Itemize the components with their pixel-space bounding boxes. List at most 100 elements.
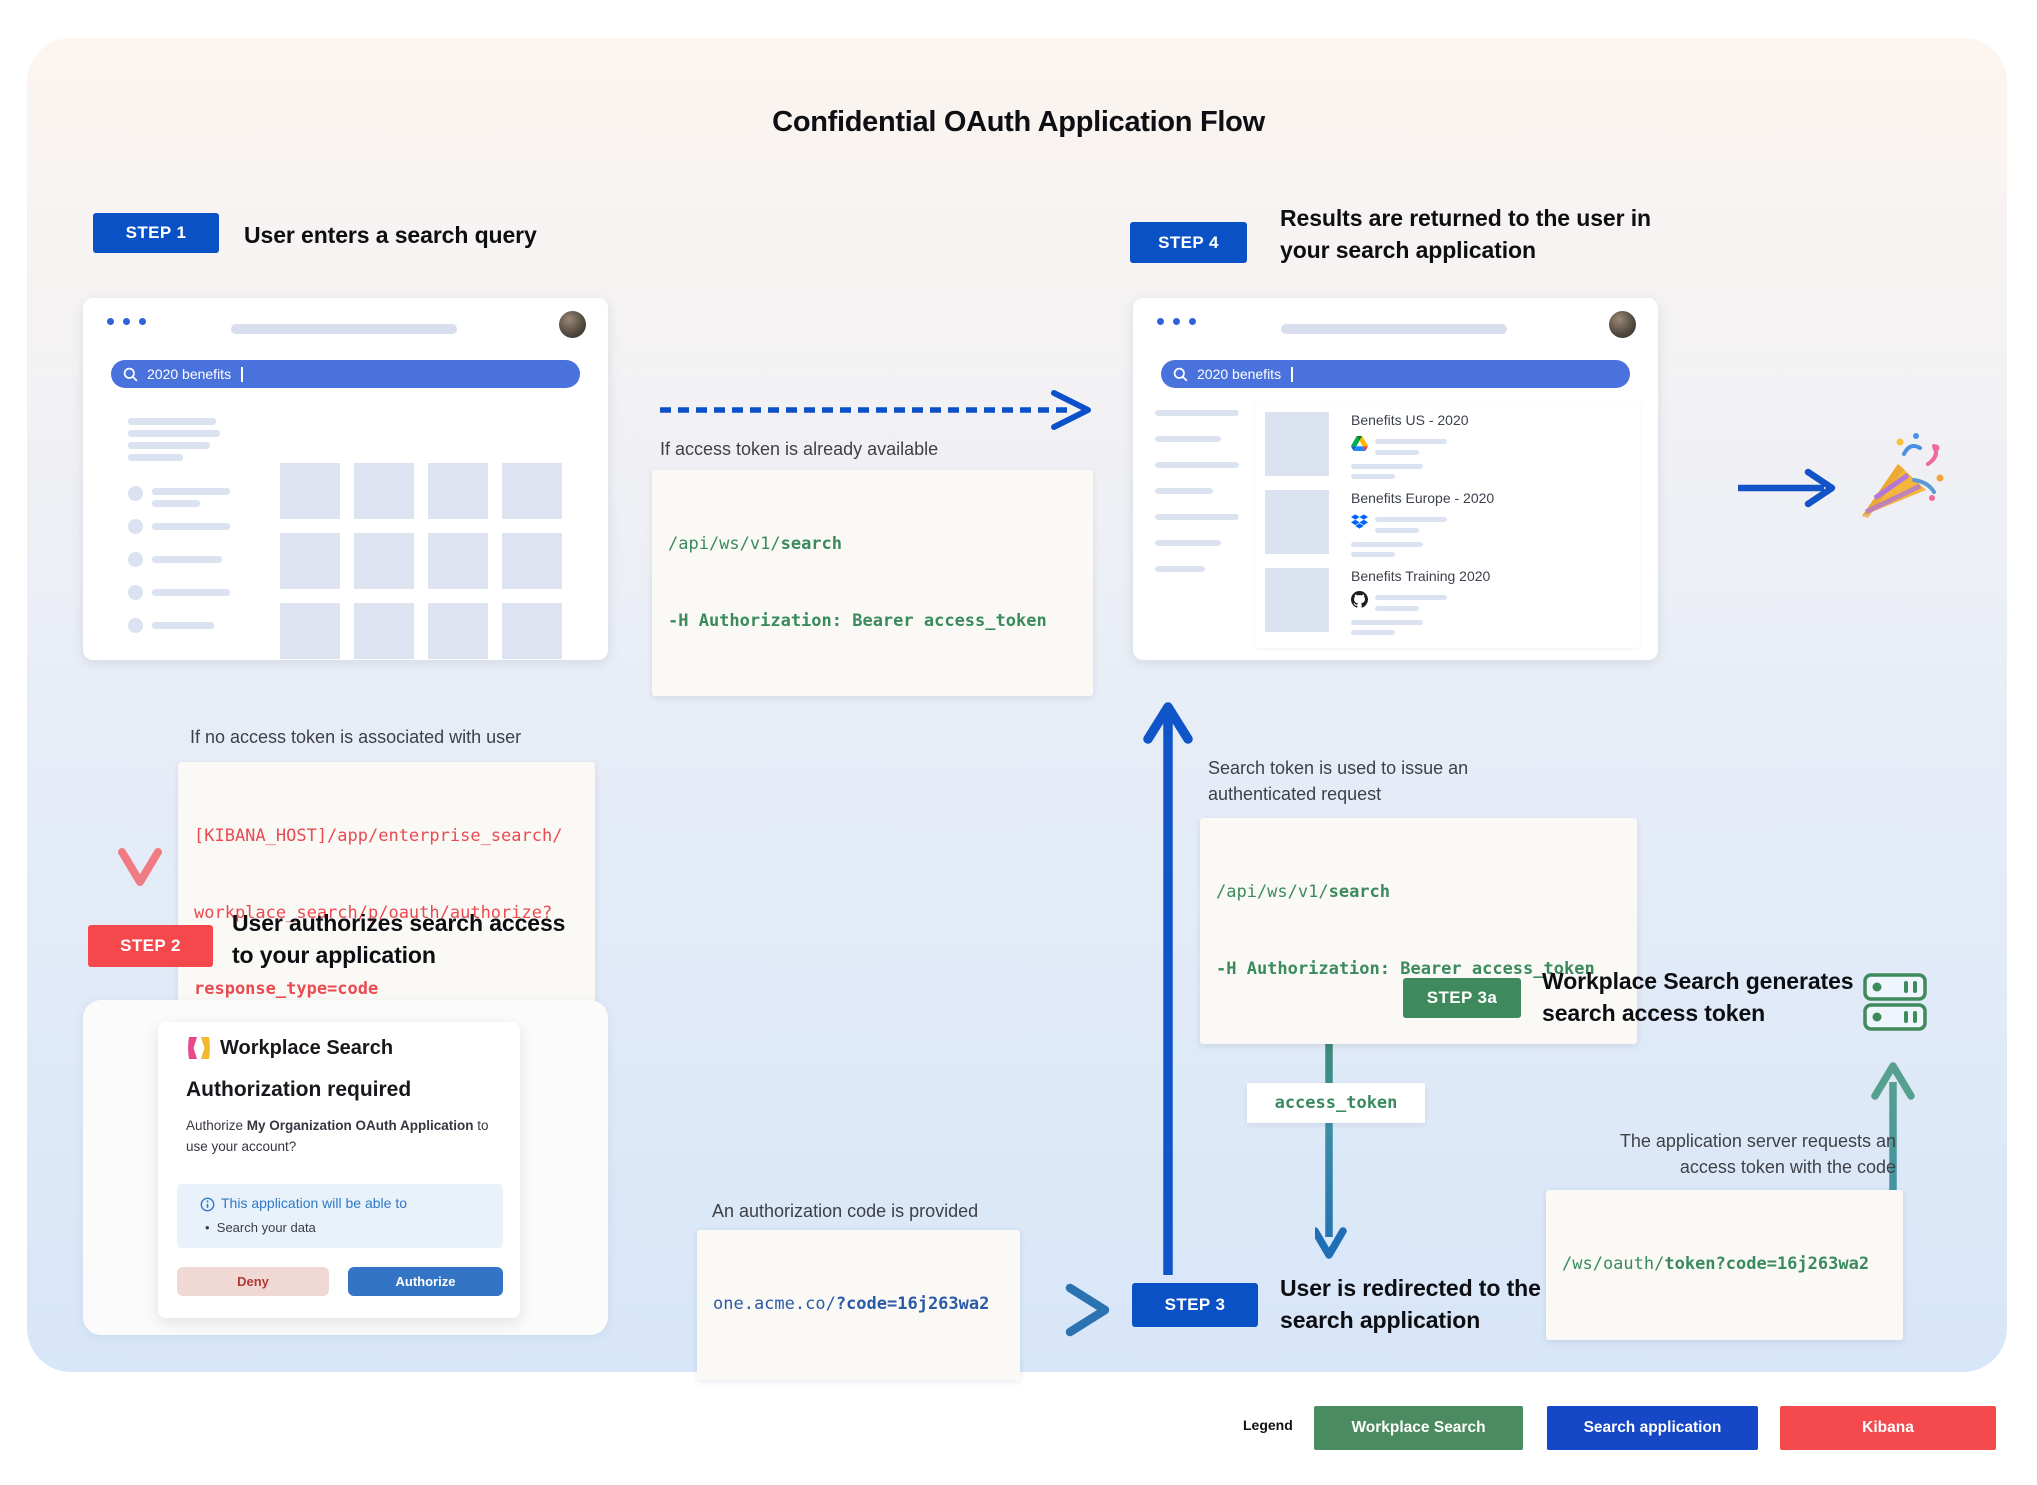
avatar[interactable] [1609, 311, 1636, 338]
result-tile-skeleton [280, 463, 340, 519]
skeleton-line [1155, 514, 1239, 520]
search-query-text: 2020 benefits [1197, 366, 1282, 382]
code-path: /ws/oauth/ [1562, 1254, 1665, 1274]
url-bar-skeleton [1281, 324, 1507, 334]
annotation-app-server: The application server requests an acces… [1619, 1131, 1896, 1178]
result-tile-skeleton [354, 603, 414, 659]
step3-heading: User is redirected to the search applica… [1280, 1275, 1541, 1333]
legend-search-application: Search application [1547, 1406, 1758, 1450]
result-tile-skeleton [354, 533, 414, 589]
github-icon [1351, 591, 1368, 608]
step3a-heading: Workplace Search generates search access… [1542, 968, 1854, 1026]
skeleton-line [1375, 517, 1447, 522]
skeleton-bullet [128, 618, 143, 633]
code-token-request: /ws/oauth/token?code=16j263wa2 [1546, 1190, 1903, 1340]
dropbox-icon [1351, 514, 1368, 529]
skeleton-line [128, 442, 210, 449]
text-cursor [1291, 366, 1294, 382]
deny-button[interactable]: Deny [177, 1267, 329, 1296]
code-search-api: /api/ws/v1/search -H Authorization: Bear… [652, 470, 1093, 696]
server-icon [1863, 973, 1927, 1031]
code-endpoint: search [780, 534, 843, 554]
code-line: workplace_search/p/oauth/authorize? [194, 902, 553, 923]
results-panel: Benefits US - 2020 Benefits Europe - 202… [1255, 402, 1640, 648]
dialog-body-text: to use your account? [186, 1118, 489, 1154]
url-bar-skeleton [231, 324, 457, 334]
legend-label: Legend [1243, 1417, 1293, 1433]
annotation-no-token: If no access token is associated with us… [190, 727, 522, 747]
skeleton-line [152, 500, 200, 507]
authorize-button[interactable]: Authorize [348, 1267, 503, 1296]
skeleton-line [1155, 462, 1239, 468]
browser-window-step1: 2020 benefits [83, 298, 608, 660]
result-row[interactable]: Benefits Training 2020 [1265, 568, 1630, 638]
skeleton-line [1155, 436, 1221, 442]
skeleton-line [1375, 528, 1419, 533]
arrow-right-to-party-icon [1738, 468, 1836, 508]
access-token-label: access_token [1247, 1083, 1425, 1123]
skeleton-line [152, 622, 214, 629]
code-param: ?code=16j263wa2 [835, 1294, 990, 1314]
result-row[interactable]: Benefits US - 2020 [1265, 412, 1630, 482]
skeleton-line [1155, 410, 1239, 416]
skeleton-line [1375, 439, 1447, 444]
result-thumbnail [1265, 412, 1329, 476]
avatar[interactable] [559, 311, 586, 338]
code-path: /api/ws/v1/ [668, 534, 781, 554]
result-row[interactable]: Benefits Europe - 2020 [1265, 490, 1630, 560]
permissions-item: • Search your data [205, 1220, 316, 1235]
code-line: [KIBANA_HOST]/app/enterprise_search/ [194, 826, 563, 846]
code-endpoint: search [1328, 882, 1391, 902]
legend-workplace-search: Workplace Search [1314, 1406, 1523, 1450]
permissions-panel: This application will be able to • Searc… [177, 1184, 503, 1248]
annotation-search-token: Search token is used to issue an authent… [1208, 758, 1469, 805]
skeleton-line [1375, 595, 1447, 600]
skeleton-bullet [128, 552, 143, 567]
result-tile-skeleton [502, 463, 562, 519]
skeleton-line [1351, 474, 1395, 479]
code-redirect: one.acme.co/?code=16j263wa2 [697, 1230, 1020, 1380]
result-tile-skeleton [354, 463, 414, 519]
skeleton-line [1351, 620, 1423, 625]
skeleton-line [1155, 540, 1221, 546]
skeleton-line [1351, 630, 1395, 635]
permissions-item-text: Search your data [216, 1220, 316, 1235]
code-line: response_type=code [194, 979, 379, 999]
skeleton-line [152, 556, 222, 563]
info-icon [200, 1197, 215, 1212]
result-tile-skeleton [280, 603, 340, 659]
workplace-search-title: Workplace Search [220, 1037, 394, 1059]
result-tile-skeleton [502, 603, 562, 659]
skeleton-line [152, 523, 230, 530]
search-input[interactable]: 2020 benefits [1161, 360, 1630, 388]
party-popper-emoji [1862, 433, 1944, 518]
code-header: -H Authorization: Bearer access_token [1216, 958, 1595, 979]
skeleton-line [152, 488, 230, 495]
skeleton-line [1375, 606, 1419, 611]
skeleton-line [1155, 488, 1213, 494]
window-dots-icon [107, 318, 146, 325]
result-title: Benefits Training 2020 [1351, 568, 1491, 584]
code-host: one.acme.co/ [713, 1294, 836, 1314]
arrow-up-long-blue-icon [1143, 702, 1193, 1275]
result-title: Benefits US - 2020 [1351, 412, 1469, 428]
step3a-badge: STEP 3a [1403, 978, 1521, 1018]
annotation-token-available: If access token is already available [660, 439, 939, 459]
dialog-heading: Authorization required [186, 1078, 412, 1101]
result-tile-skeleton [428, 533, 488, 589]
page-title: Confidential OAuth Application Flow [772, 106, 1265, 138]
text-cursor [241, 366, 244, 382]
skeleton-line [128, 454, 183, 461]
annotation-auth-code: An authorization code is provided [712, 1201, 979, 1221]
result-tile-skeleton [280, 533, 340, 589]
search-query-text: 2020 benefits [147, 366, 232, 382]
result-thumbnail [1265, 490, 1329, 554]
result-tile-skeleton [502, 533, 562, 589]
authorization-dialog: Workplace Search Authorization required … [158, 1022, 520, 1318]
google-drive-icon [1351, 436, 1368, 451]
step4-badge: STEP 4 [1130, 222, 1247, 263]
search-input[interactable]: 2020 benefits [111, 360, 580, 388]
step3-badge: STEP 3 [1132, 1283, 1258, 1327]
code-path: /api/ws/v1/ [1216, 882, 1329, 902]
